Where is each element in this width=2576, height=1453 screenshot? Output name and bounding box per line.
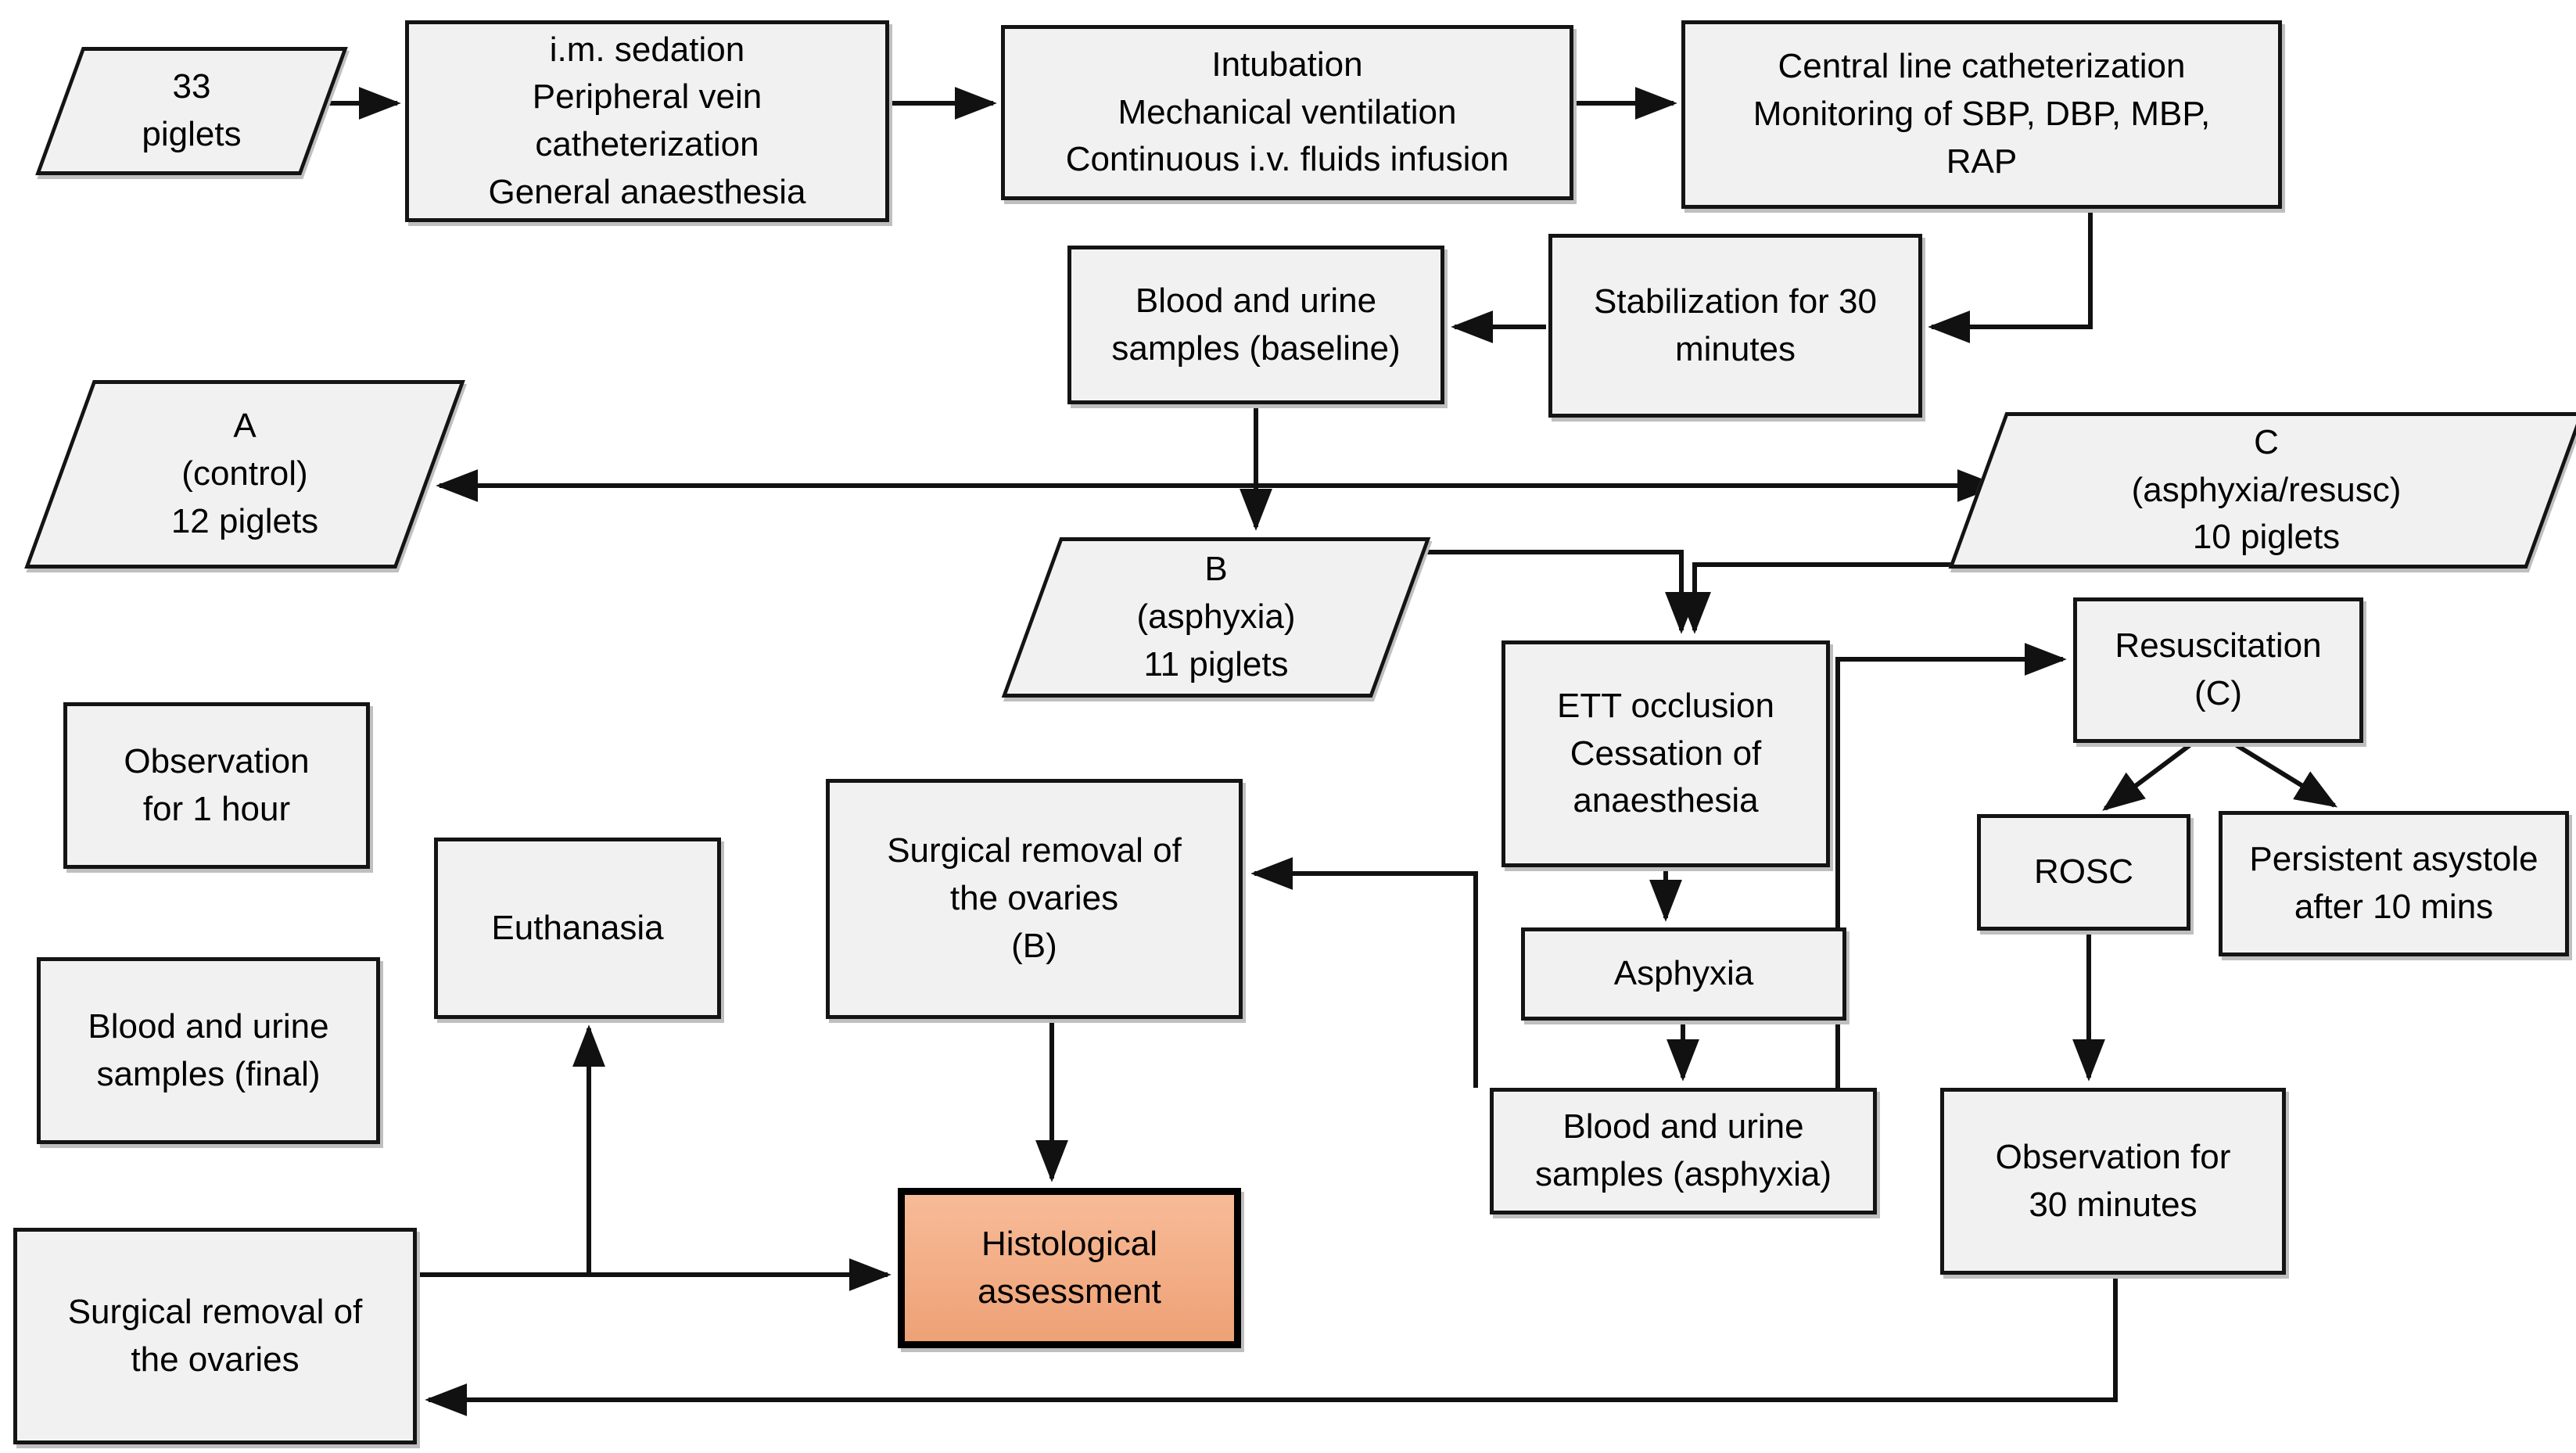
node-label-final-samples: Blood and urine samples (final) — [88, 1006, 329, 1093]
node-shape-central-line — [1681, 20, 2282, 209]
node-label-sedation: i.m. sedation Peripheral vein catheteriz… — [488, 30, 806, 211]
node-shape-intubation — [1001, 25, 1573, 200]
node-stabilization: Stabilization for 30 minutes — [1548, 234, 1922, 418]
node-shape-euthanasia — [434, 838, 721, 1019]
node-label-baseline-samples: Blood and urine samples (baseline) — [1111, 281, 1401, 368]
node-asphyxia-samples: Blood and urine samples (asphyxia) — [1490, 1088, 1877, 1214]
node-surgical-removal-a: Surgical removal of the ovaries — [13, 1228, 417, 1444]
node-label-asphyxia: Asphyxia — [1613, 954, 1754, 993]
node-shape-observation-30m — [1940, 1088, 2286, 1275]
node-shape-final-samples — [37, 957, 380, 1144]
connector-resuscitation-to-rosc — [2102, 743, 2191, 811]
node-label-surgical-removal-b: Surgical removal of the ovaries (B) — [887, 831, 1182, 965]
node-resuscitation: Resuscitation (C) — [2073, 597, 2363, 743]
node-group-a: A (control) 12 piglets — [24, 380, 465, 569]
node-label-piglets-33: 33 piglets — [142, 67, 242, 153]
node-label-persistent-asystole: Persistent asystole after 10 mins — [2249, 840, 2538, 926]
node-shape-stabilization — [1548, 234, 1922, 418]
node-label-group-a: A (control) 12 piglets — [170, 407, 319, 540]
node-shape-resuscitation — [2073, 597, 2363, 743]
node-shape-ett-occlusion — [1501, 640, 1830, 867]
connector-central-line-to-stabilization — [1928, 211, 2093, 343]
node-baseline-samples: Blood and urine samples (baseline) — [1067, 246, 1444, 404]
node-label-euthanasia: Euthanasia — [491, 908, 664, 947]
node-shape-persistent-asystole — [2219, 811, 2569, 956]
node-shape-surgical-removal-a — [13, 1228, 417, 1444]
node-final-samples: Blood and urine samples (final) — [37, 957, 380, 1144]
node-observation-30m: Observation for 30 minutes — [1940, 1088, 2286, 1275]
node-piglets-33: 33 piglets — [35, 47, 348, 175]
connector-group-c-to-ett — [1678, 562, 1977, 634]
node-histological-assessment: Histological assessment — [898, 1188, 1241, 1348]
node-label-ett-occlusion: ETT occlusion Cessation of anaesthesia — [1557, 686, 1774, 820]
node-persistent-asystole: Persistent asystole after 10 mins — [2219, 811, 2569, 956]
node-label-stabilization: Stabilization for 30 minutes — [1594, 282, 1877, 368]
node-rosc: ROSC — [1977, 814, 2190, 931]
node-shape-asphyxia — [1521, 927, 1846, 1021]
connector-samples-to-surgical-b — [1250, 857, 1478, 1088]
node-label-rosc: ROSC — [2033, 852, 2134, 892]
node-shape-histological-assessment — [898, 1188, 1241, 1348]
node-asphyxia: Asphyxia — [1521, 927, 1846, 1021]
node-shape-surgical-removal-b — [826, 779, 1243, 1019]
node-shape-observation-1h — [63, 702, 370, 869]
node-ett-occlusion: ETT occlusion Cessation of anaesthesia — [1501, 640, 1830, 867]
connector-observation-to-surgical-a — [425, 1276, 2118, 1416]
node-shape-rosc — [1977, 814, 2190, 931]
node-label-intubation: Intubation Mechanical ventilation Contin… — [1065, 45, 1509, 179]
node-label-surgical-removal-a: Surgical removal of the ovaries — [67, 1292, 363, 1379]
node-euthanasia: Euthanasia — [434, 838, 721, 1019]
connector-group-b-to-ett — [1386, 550, 1698, 634]
node-group-b: B (asphyxia) 11 piglets — [1001, 537, 1431, 698]
node-label-central-line: Central line catheterization Monitoring … — [1753, 47, 2211, 181]
node-label-group-b: B (asphyxia) 11 piglets — [1136, 550, 1296, 683]
node-label-observation-1h: Observation for 1 hour — [124, 741, 310, 828]
node-shape-asphyxia-samples — [1490, 1088, 1877, 1214]
node-shape-baseline-samples — [1067, 246, 1444, 404]
node-sedation: i.m. sedation Peripheral vein catheteriz… — [405, 20, 889, 222]
node-observation-1h: Observation for 1 hour — [63, 702, 370, 869]
node-label-group-c: C (asphyxia/resusc) 10 piglets — [2131, 422, 2402, 557]
node-group-c: C (asphyxia/resusc) 10 piglets — [1948, 412, 2576, 569]
node-label-asphyxia-samples: Blood and urine samples (asphyxia) — [1534, 1107, 1832, 1193]
node-label-histological-assessment: Histological assessment — [978, 1224, 1161, 1311]
node-label-observation-30m: Observation for 30 minutes — [1995, 1137, 2231, 1224]
node-central-line: Central line catheterization Monitoring … — [1681, 20, 2282, 209]
connector-resuscitation-to-asystole — [2235, 743, 2338, 808]
node-label-resuscitation: Resuscitation (C) — [2115, 626, 2322, 712]
node-surgical-removal-b: Surgical removal of the ovaries (B) — [826, 779, 1243, 1019]
node-intubation: Intubation Mechanical ventilation Contin… — [1001, 25, 1573, 200]
node-shape-sedation — [405, 20, 889, 222]
